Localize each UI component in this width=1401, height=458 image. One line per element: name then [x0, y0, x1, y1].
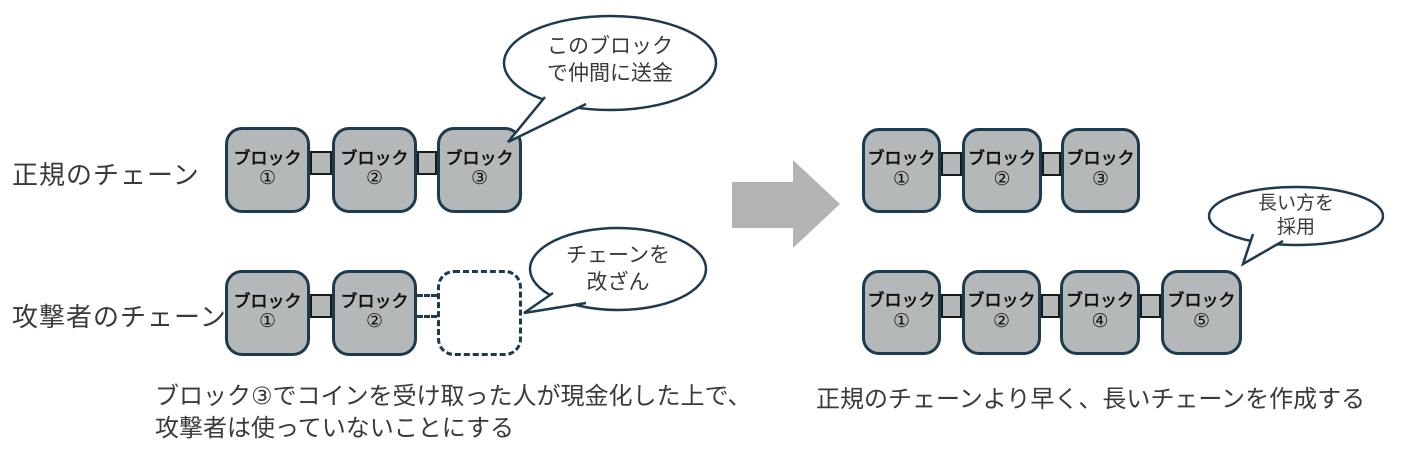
- block-label: ブロック: [1066, 149, 1135, 169]
- legit-block-2: ブロック ②: [332, 127, 417, 213]
- block-number: ②: [992, 310, 1011, 332]
- bubble-send-money-text: このブロック で仲間に送金: [520, 33, 700, 88]
- bubble-line: 採用: [1276, 216, 1315, 238]
- left-caption: ブロック③でコインを受け取った人が現金化した上で、 攻撃者は使っていないことにす…: [155, 381, 752, 444]
- dashed-connector: [417, 294, 437, 318]
- legit-chain-label: 正規のチェーン: [12, 160, 200, 190]
- attacker-block-1: ブロック ①: [225, 270, 310, 356]
- speech-bubble-adopt-longer-tail: [1240, 233, 1284, 267]
- bubble-line: 長い方を: [1257, 193, 1334, 214]
- connector: [941, 152, 962, 176]
- block-number: ④: [1091, 310, 1109, 332]
- block-label: ブロック: [1066, 291, 1134, 311]
- block-label: ブロック: [968, 149, 1036, 169]
- block-number: ②: [365, 311, 384, 333]
- result-top-block-3: ブロック ③: [1061, 128, 1140, 213]
- connector: [1042, 152, 1061, 176]
- block-number: ③: [470, 168, 489, 190]
- speech-bubble-tamper: [528, 226, 708, 312]
- block-label: ブロック: [233, 148, 302, 168]
- result-bottom-block-5: ブロック ⑤: [1161, 270, 1242, 355]
- bubble-tamper-text: チェーンを 改ざん: [538, 242, 698, 297]
- left-caption-line1: ブロック③でコインを受け取った人が現金化した上で、: [155, 383, 752, 410]
- block-number: ②: [365, 168, 384, 190]
- result-top-block-2: ブロック ②: [962, 128, 1042, 213]
- connector: [1140, 294, 1161, 318]
- connector: [310, 294, 332, 318]
- result-bottom-block-1: ブロック ①: [862, 270, 941, 355]
- attacker-block-2: ブロック ②: [332, 270, 417, 356]
- block-label: ブロック: [867, 149, 936, 169]
- block-number: ⑤: [1192, 310, 1211, 332]
- tampered-empty-block: [437, 270, 522, 356]
- result-top-block-1: ブロック ①: [862, 128, 941, 213]
- bubble-line: で仲間に送金: [547, 62, 673, 86]
- block-label: ブロック: [867, 291, 936, 311]
- bubble-line: 改ざん: [586, 271, 650, 295]
- connector: [417, 151, 437, 175]
- connector: [941, 294, 962, 318]
- speech-bubble-adopt-longer: [1207, 185, 1385, 247]
- block-label: ブロック: [445, 148, 514, 168]
- connector: [310, 151, 332, 175]
- result-bottom-block-2: ブロック ②: [962, 270, 1041, 355]
- block-label: ブロック: [233, 291, 302, 311]
- bubble-line: このブロック: [547, 35, 673, 58]
- left-caption-line2: 攻撃者は使っていないことにする: [155, 414, 515, 442]
- block-label: ブロック: [1167, 291, 1236, 311]
- speech-bubble-tamper-tail: [523, 291, 587, 315]
- legit-block-1: ブロック ①: [225, 127, 310, 213]
- block-label: ブロック: [340, 148, 409, 168]
- block-number: ①: [258, 168, 277, 190]
- block-number: ②: [993, 168, 1011, 190]
- bubble-adopt-longer-text: 長い方を 採用: [1216, 192, 1376, 240]
- speech-bubble-send-money: [502, 14, 718, 112]
- connector: [1041, 294, 1060, 318]
- block-label: ブロック: [967, 291, 1036, 311]
- block-number: ①: [892, 168, 911, 190]
- block-number: ①: [892, 310, 911, 332]
- result-bottom-block-4: ブロック ④: [1060, 270, 1140, 355]
- right-caption: 正規のチェーンより早く、長いチェーンを作成する: [816, 386, 1366, 413]
- block-number: ①: [258, 311, 277, 333]
- bubble-line: チェーンを: [566, 244, 670, 267]
- block-number: ③: [1091, 168, 1110, 190]
- flow-arrow-icon: [732, 160, 840, 248]
- attacker-chain-label: 攻撃者のチェーン: [12, 302, 227, 332]
- block-label: ブロック: [340, 291, 409, 311]
- legit-block-3: ブロック ③: [437, 127, 522, 213]
